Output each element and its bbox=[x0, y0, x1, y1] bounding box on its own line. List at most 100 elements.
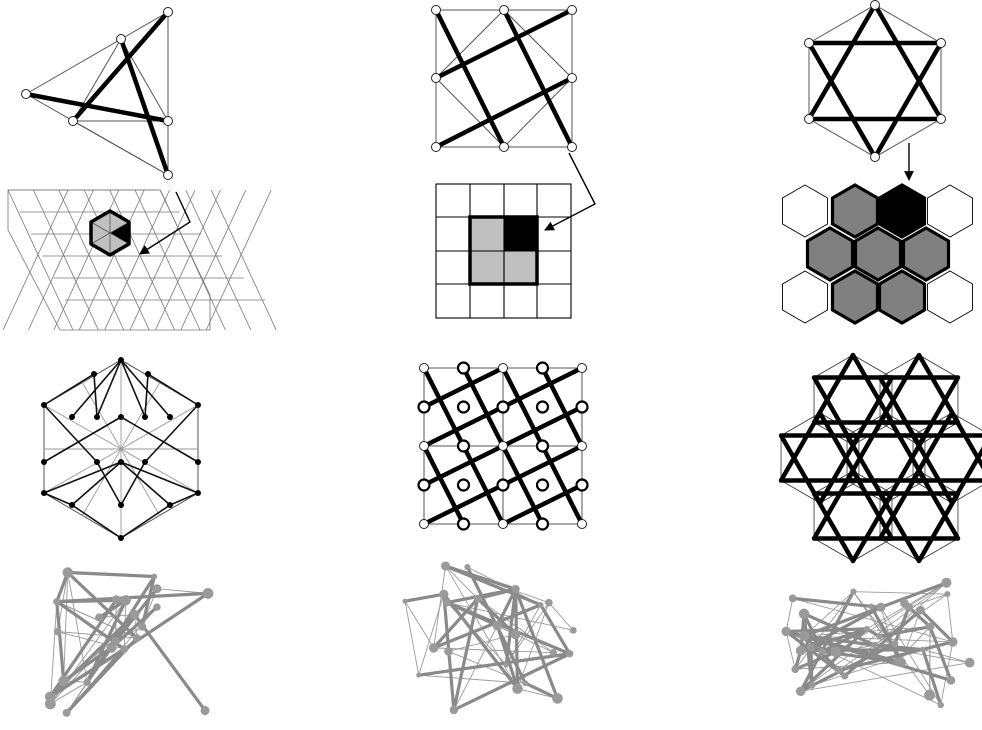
node-icon bbox=[441, 561, 450, 570]
hexagon-cell bbox=[856, 228, 901, 280]
square-tiling bbox=[436, 184, 571, 318]
node-icon bbox=[499, 520, 508, 529]
arrow-icon bbox=[545, 153, 595, 230]
node-icon bbox=[864, 626, 870, 632]
node-icon bbox=[416, 673, 421, 678]
node-icon bbox=[818, 648, 826, 656]
node-icon bbox=[537, 519, 548, 530]
node-icon bbox=[791, 666, 798, 673]
node-icon bbox=[458, 441, 469, 452]
node-icon bbox=[868, 603, 874, 609]
node-icon bbox=[106, 642, 116, 652]
highlight-hexagon bbox=[91, 211, 129, 255]
node-icon bbox=[552, 693, 563, 704]
hexagon-cell bbox=[928, 185, 973, 237]
hexagon-cell bbox=[808, 228, 853, 280]
node-icon bbox=[45, 698, 56, 709]
node-icon bbox=[926, 623, 934, 631]
node-icon bbox=[498, 480, 509, 491]
node-icon bbox=[474, 595, 482, 603]
node-icon bbox=[443, 599, 451, 607]
hexagon-cell bbox=[880, 185, 925, 237]
node-icon bbox=[570, 627, 577, 634]
node-icon bbox=[537, 441, 548, 452]
node-icon bbox=[151, 574, 157, 580]
node-icon bbox=[799, 609, 809, 619]
hexagon-cell bbox=[833, 271, 878, 323]
hexagon-cell bbox=[928, 271, 973, 323]
node-icon bbox=[577, 480, 588, 491]
node-icon bbox=[402, 599, 407, 604]
node-icon bbox=[796, 646, 806, 656]
node-icon bbox=[545, 599, 553, 607]
node-icon bbox=[896, 658, 906, 668]
node-icon bbox=[537, 363, 548, 374]
node-icon bbox=[831, 647, 841, 657]
hexagon-cell bbox=[880, 271, 925, 323]
node-icon bbox=[458, 519, 469, 530]
square-unit-cell bbox=[432, 6, 577, 152]
node-icon bbox=[916, 606, 925, 615]
node-icon bbox=[948, 637, 958, 647]
node-icon bbox=[537, 402, 548, 413]
node-icon bbox=[850, 589, 856, 595]
triangle-tiling bbox=[3, 190, 276, 330]
node-icon bbox=[566, 650, 573, 657]
node-icon bbox=[54, 628, 62, 636]
node-icon bbox=[577, 402, 588, 413]
triangle-network bbox=[41, 357, 201, 541]
node-icon bbox=[464, 564, 470, 570]
node-icon bbox=[498, 402, 509, 413]
node-icon bbox=[511, 629, 521, 639]
kagome-3d-network bbox=[781, 578, 974, 709]
node-icon bbox=[522, 680, 528, 686]
node-icon bbox=[841, 672, 848, 679]
node-icon bbox=[83, 678, 91, 686]
hexagon-cell bbox=[783, 185, 828, 237]
node-icon bbox=[876, 633, 882, 639]
node-icon bbox=[458, 402, 469, 413]
triangle-unit-cell bbox=[22, 8, 173, 180]
node-icon bbox=[938, 702, 944, 708]
hexagon-cell bbox=[833, 185, 878, 237]
node-icon bbox=[120, 645, 128, 653]
node-icon bbox=[799, 631, 809, 641]
node-icon bbox=[420, 364, 429, 373]
node-icon bbox=[203, 588, 214, 599]
node-icon bbox=[920, 647, 926, 653]
node-icon bbox=[891, 640, 898, 647]
node-icon bbox=[439, 590, 448, 599]
node-icon bbox=[876, 603, 885, 612]
node-icon bbox=[965, 658, 975, 668]
node-icon bbox=[504, 662, 509, 667]
node-icon bbox=[941, 578, 951, 588]
node-icon bbox=[872, 642, 879, 649]
node-icon bbox=[429, 643, 438, 652]
kagome-unit-cell bbox=[805, 1, 946, 162]
node-icon bbox=[420, 520, 429, 529]
node-icon bbox=[924, 690, 935, 701]
node-icon bbox=[944, 591, 950, 597]
node-icon bbox=[512, 683, 523, 694]
node-icon bbox=[511, 585, 519, 593]
node-icon bbox=[63, 709, 71, 717]
node-icon bbox=[499, 364, 508, 373]
node-icon bbox=[419, 402, 430, 413]
square-3d-network bbox=[402, 561, 576, 714]
node-icon bbox=[133, 634, 141, 642]
node-icon bbox=[493, 621, 503, 631]
node-icon bbox=[835, 666, 843, 674]
node-icon bbox=[62, 567, 72, 577]
node-icon bbox=[781, 627, 790, 636]
node-icon bbox=[130, 610, 140, 620]
node-icon bbox=[808, 682, 815, 689]
node-icon bbox=[537, 480, 548, 491]
node-icon bbox=[578, 520, 587, 529]
triangle-3d-network bbox=[45, 567, 214, 717]
hexagon-cell bbox=[904, 228, 949, 280]
node-icon bbox=[458, 480, 469, 491]
node-icon bbox=[538, 602, 544, 608]
node-icon bbox=[458, 363, 469, 374]
hexagon-cell bbox=[783, 271, 828, 323]
